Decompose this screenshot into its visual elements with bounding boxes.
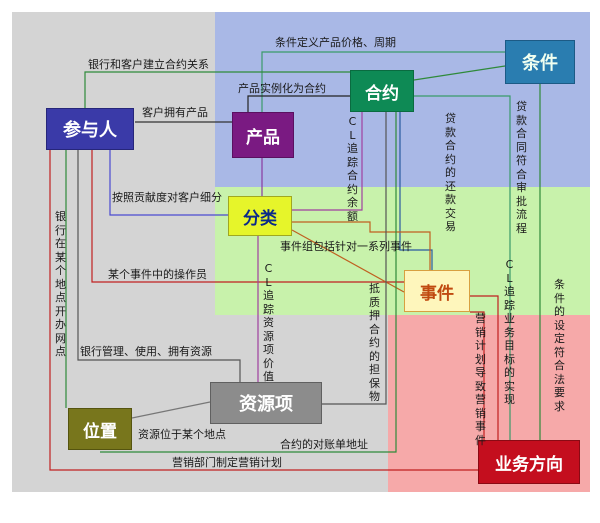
label-loan-approval: 贷款合同符合审批流程 — [516, 100, 527, 235]
label-loan-repayment: 贷款合约的还款交易 — [445, 112, 456, 233]
line-contract-condition — [413, 65, 506, 81]
label-bank-branch: 银行在某个地点开办网点 — [55, 210, 66, 358]
label-product-instance-contract: 产品实例化为合约 — [238, 82, 326, 95]
box-category[interactable]: 分类 — [228, 196, 292, 236]
line-category-contract — [292, 112, 363, 211]
label-event-group-series: 事件组包括针对一系列事件 — [280, 240, 412, 253]
box-participant[interactable]: 参与人 — [46, 108, 134, 150]
box-business[interactable]: 业务方向 — [478, 440, 580, 484]
box-product[interactable]: 产品 — [232, 112, 294, 158]
line-contract-business — [412, 95, 511, 440]
label-cl-contract-balance: CL追踪合约余额 — [347, 115, 358, 223]
line-participant-category — [109, 150, 228, 216]
box-location[interactable]: 位置 — [68, 408, 132, 450]
line-participant-business — [49, 150, 478, 471]
label-customer-owns-product: 客户拥有产品 — [142, 106, 208, 119]
box-event[interactable]: 事件 — [404, 270, 470, 312]
label-contribution-classify: 按照贡献度对客户细分 — [112, 191, 222, 204]
line-contract-event — [399, 112, 433, 270]
label-contract-statement-address: 合约的对账单地址 — [280, 438, 368, 451]
line-event-category — [291, 229, 405, 293]
box-resource[interactable]: 资源项 — [210, 382, 322, 424]
line-contract-resource — [322, 112, 387, 405]
line-event-business — [470, 295, 499, 440]
line-event-business-2 — [470, 311, 485, 440]
line-participant-resource — [77, 150, 241, 382]
line-condition-product — [261, 51, 505, 112]
line-category-event — [292, 221, 431, 270]
box-condition[interactable]: 条件 — [505, 40, 575, 84]
label-collateral: 抵质押合约的担保物 — [369, 282, 380, 403]
box-contract[interactable]: 合约 — [350, 70, 414, 112]
label-cl-business-goal: CL追踪业务目标的实现 — [504, 258, 515, 406]
label-marketing-plan: 营销部门制定营销计划 — [172, 456, 282, 469]
label-condition-compliance: 条件的设定符合法要求 — [554, 278, 565, 413]
line-resource-location — [131, 401, 211, 419]
label-bank-manage-resource: 银行管理、使用、拥有资源 — [80, 345, 212, 358]
label-cl-resource-value: CL追踪资源项价值 — [263, 262, 274, 383]
label-condition-defines-price: 条件定义产品价格、周期 — [275, 36, 396, 49]
line-product-contract — [247, 95, 350, 112]
label-bank-customer-contract: 银行和客户建立合约关系 — [88, 58, 209, 71]
line-location-contract — [100, 112, 397, 453]
label-resource-at-location: 资源位于某个地点 — [138, 428, 226, 441]
label-marketing-event: 营销计划导致营销事件 — [475, 312, 486, 447]
label-operator-in-event: 某个事件中的操作员 — [108, 268, 207, 281]
line-participant-event — [91, 150, 404, 283]
